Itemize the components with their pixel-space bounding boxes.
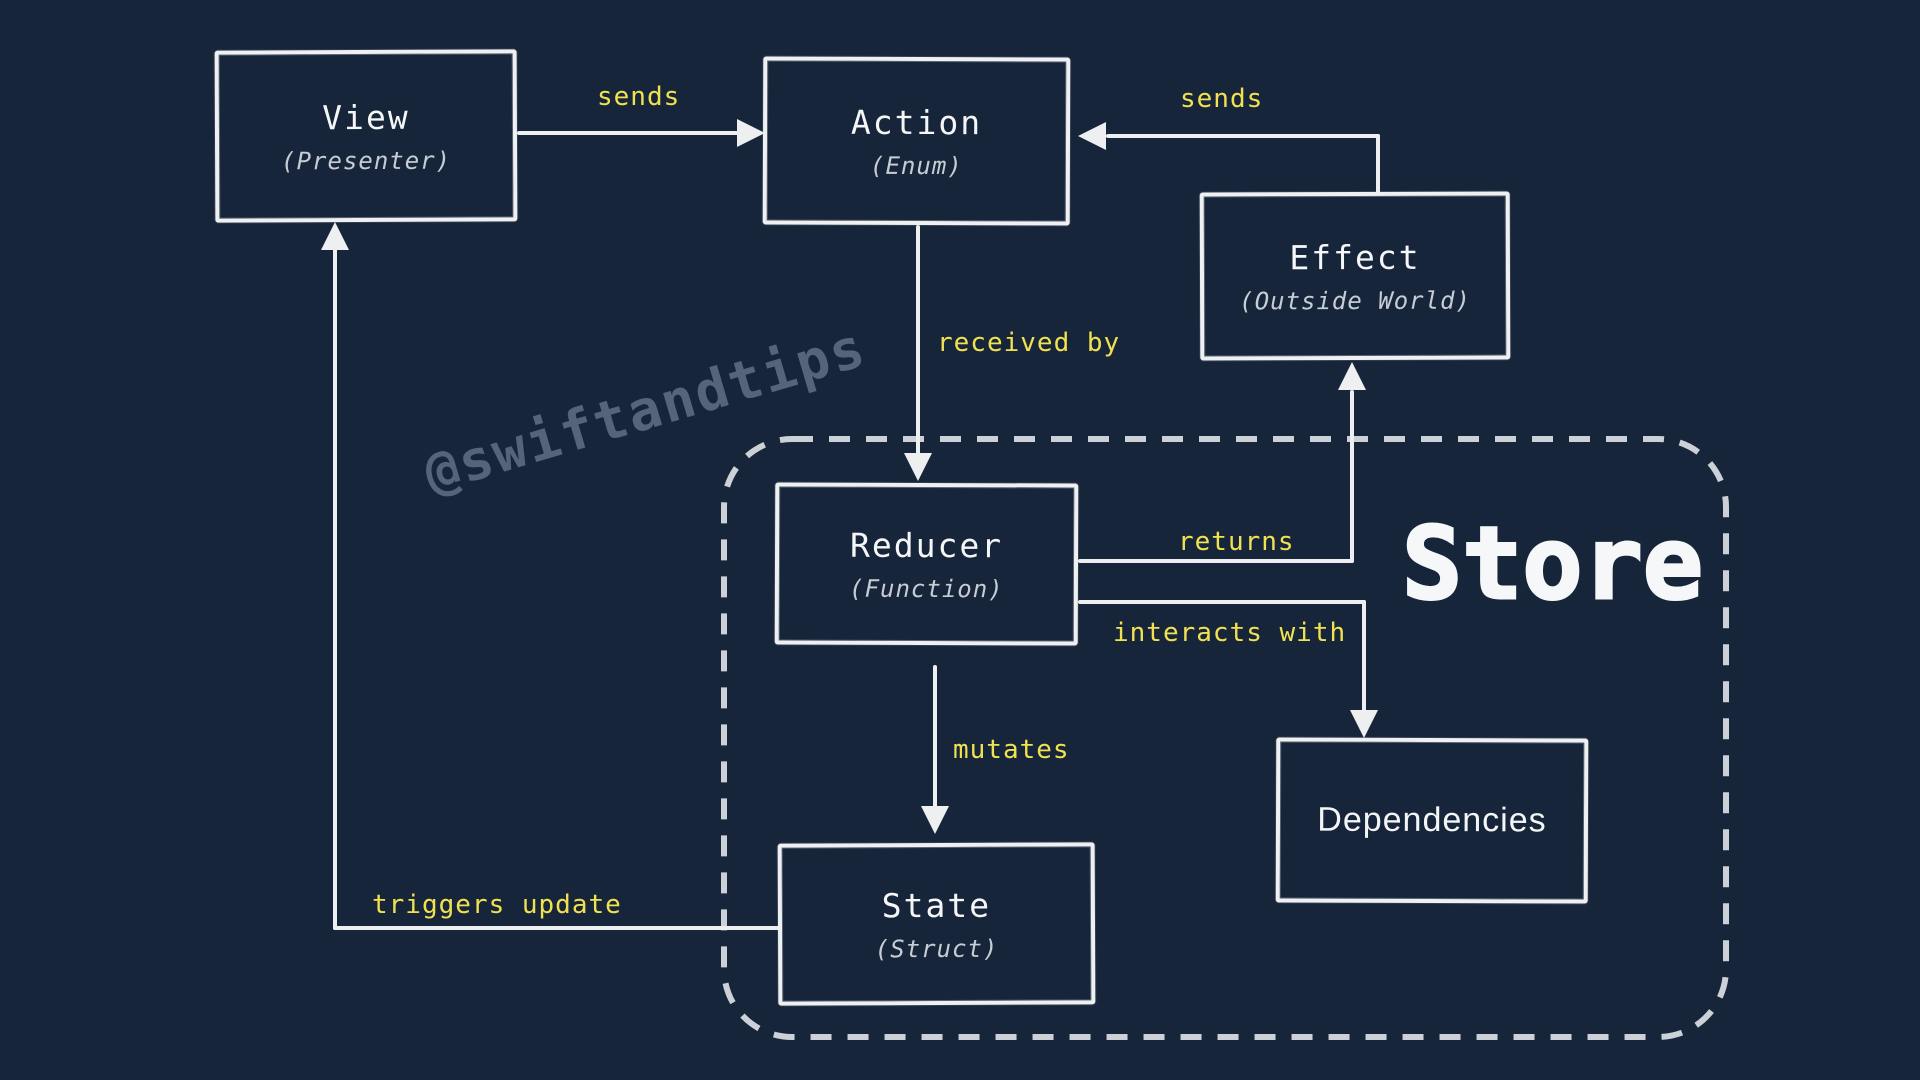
store-title: Store [1400,504,1704,624]
edge-effect-action-hline [1106,134,1380,138]
edge-label-reducer-effect: returns [1178,527,1295,557]
arrowhead-reducer-dependencies [1350,710,1378,738]
edge-state-view-vline [333,248,337,930]
node-view: View (Presenter) [214,49,518,223]
node-view-subtitle: (Presenter) [281,146,452,175]
edge-effect-action-vline [1376,134,1380,196]
node-action: Action (Enum) [762,56,1071,226]
store-dashed-boundary [721,436,1729,1040]
node-reducer: Reducer (Function) [774,482,1079,646]
node-effect-title: Effect [1289,237,1421,277]
edge-reducer-effect-hline [1078,559,1354,563]
node-action-subtitle: (Enum) [870,151,963,180]
edge-label-action-reducer: received by [937,328,1121,358]
edge-reducer-dependencies-hline [1078,600,1366,604]
node-dependencies-title: Dependencies [1317,800,1547,840]
arrowhead-state-view [321,222,349,250]
arrowhead-view-action [737,119,765,147]
node-reducer-subtitle: (Function) [849,574,1004,603]
edge-label-reducer-state: mutates [953,735,1070,765]
edge-reducer-effect-vline [1350,390,1354,563]
node-dependencies: Dependencies [1275,737,1589,904]
edge-reducer-dependencies-vline [1362,600,1366,712]
node-reducer-title: Reducer [849,525,1004,565]
arrowhead-reducer-state [921,806,949,834]
node-state: State (Struct) [777,842,1096,1006]
edge-label-state-view: triggers update [372,890,622,920]
node-view-title: View [322,97,410,137]
node-action-title: Action [850,102,983,142]
arrowhead-reducer-effect [1338,362,1366,390]
edge-label-view-action: sends [597,82,681,112]
arrowhead-effect-action [1078,122,1106,150]
edge-reducer-state-line [933,665,937,808]
node-state-subtitle: (Struct) [874,934,999,963]
edge-action-reducer-line [916,225,920,455]
edge-label-effect-action: sends [1180,84,1264,114]
edge-label-reducer-dependencies: interacts with [1113,618,1347,648]
node-state-title: State [881,885,992,925]
node-effect-subtitle: (Outside World) [1239,286,1472,315]
edge-view-action-line [517,131,741,135]
edge-state-view-hline [333,926,780,930]
node-effect: Effect (Outside World) [1199,191,1511,361]
arrowhead-action-reducer [904,453,932,481]
